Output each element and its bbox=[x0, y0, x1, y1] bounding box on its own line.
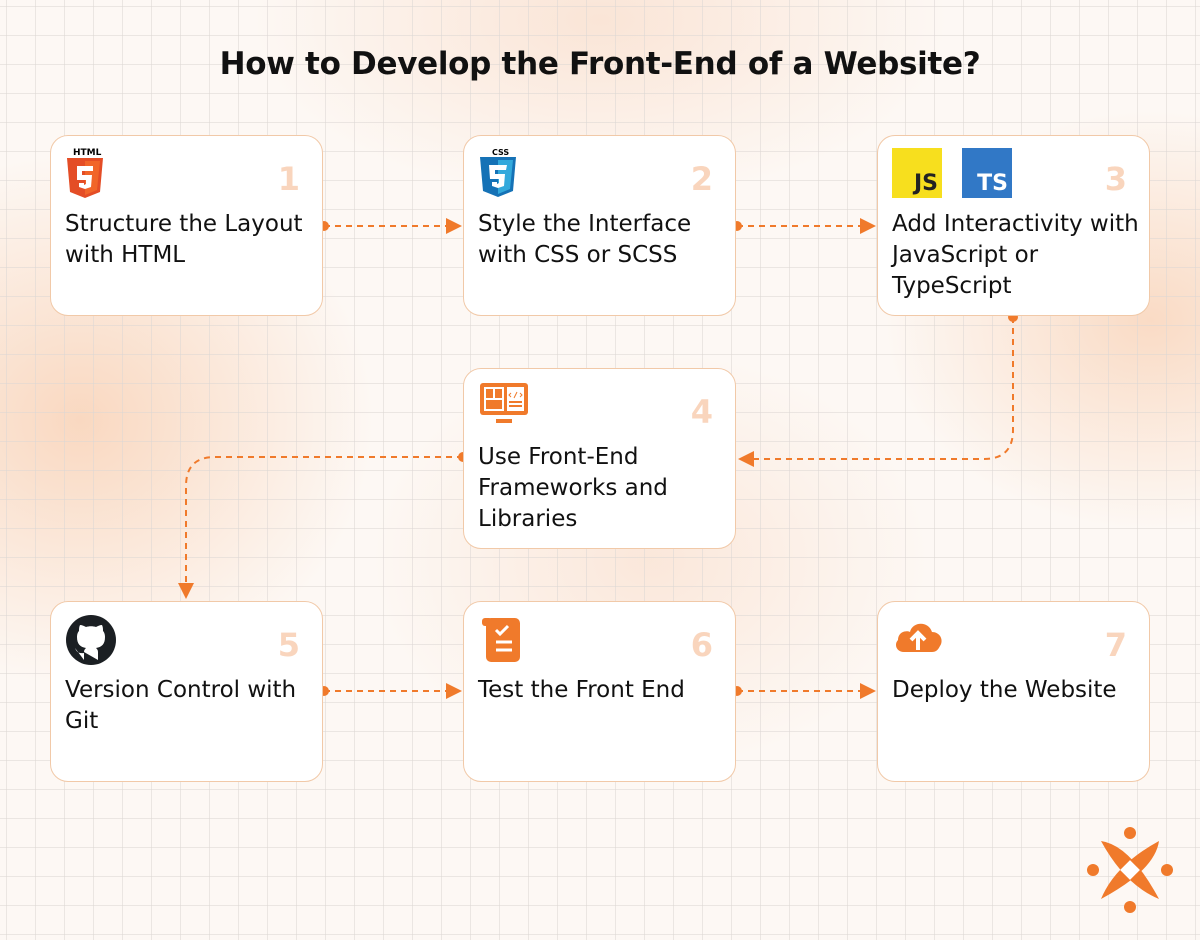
step-card-2: CSS 2 Style the Interface with CSS or SC… bbox=[463, 135, 736, 316]
step-number: 2 bbox=[690, 160, 713, 198]
js-ts-icon: JS TS bbox=[892, 148, 1012, 198]
css3-icon: CSS bbox=[478, 148, 518, 201]
step-label: Add Interactivity with JavaScript or Typ… bbox=[892, 211, 1139, 299]
step-label: Test the Front End bbox=[478, 677, 685, 703]
step-label: Structure the Layout with HTML bbox=[65, 211, 303, 268]
brand-logo bbox=[1087, 827, 1173, 913]
cloud-upload-icon bbox=[892, 614, 944, 662]
step-number: 1 bbox=[277, 160, 300, 198]
step-card-4: 4 Use Front-End Frameworks and Libraries bbox=[463, 368, 736, 549]
step-card-3: JS TS 3 Add Interactivity with JavaScrip… bbox=[877, 135, 1150, 316]
step-card-6: 6 Test the Front End bbox=[463, 601, 736, 782]
javascript-icon: JS bbox=[892, 148, 942, 198]
step-label: Deploy the Website bbox=[892, 677, 1117, 703]
step-number: 5 bbox=[277, 626, 300, 664]
step-number: 4 bbox=[690, 393, 713, 431]
typescript-icon: TS bbox=[962, 148, 1012, 198]
github-icon bbox=[65, 614, 117, 670]
connector-4-5 bbox=[178, 456, 463, 599]
step-number: 6 bbox=[690, 626, 713, 664]
html5-icon: HTML bbox=[65, 148, 105, 202]
page-title: How to Develop the Front-End of a Websit… bbox=[219, 46, 981, 82]
step-number: 7 bbox=[1104, 626, 1127, 664]
framework-icon bbox=[478, 381, 530, 429]
step-card-5: 5 Version Control with Git bbox=[50, 601, 323, 782]
step-label: Style the Interface with CSS or SCSS bbox=[478, 211, 692, 268]
connector-3-4 bbox=[738, 317, 1014, 467]
step-card-1: HTML 1 Structure the Layout with HTML bbox=[50, 135, 323, 316]
step-number: 3 bbox=[1104, 160, 1127, 198]
step-card-7: 7 Deploy the Website bbox=[877, 601, 1150, 782]
test-checklist-icon bbox=[478, 614, 528, 668]
step-label: Version Control with Git bbox=[65, 677, 297, 734]
step-label: Use Front-End Frameworks and Libraries bbox=[478, 444, 668, 532]
